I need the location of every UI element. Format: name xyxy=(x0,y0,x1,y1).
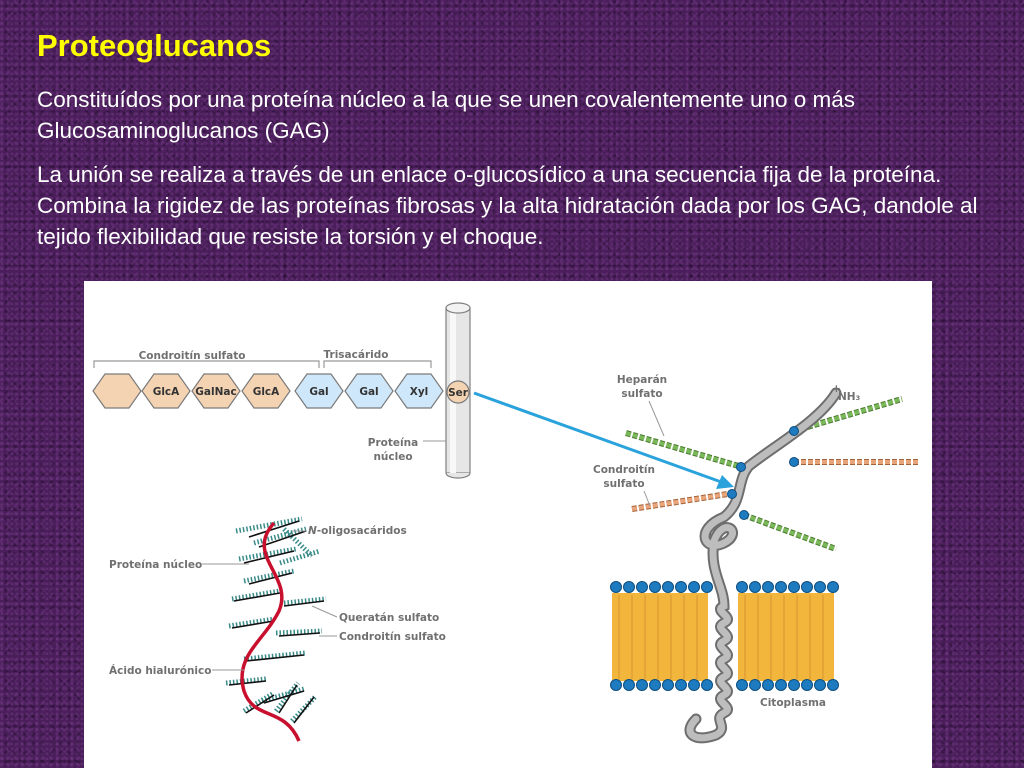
svg-text:N-oligosacáridos: N-oligosacáridos xyxy=(308,525,407,537)
definition-paragraph: Constituídos por una proteína núcleo a l… xyxy=(37,87,856,143)
chondroitin-chain xyxy=(631,459,920,512)
sugar-unit-glca-2: GlcA xyxy=(241,373,291,409)
svg-text:GalNac: GalNac xyxy=(195,386,236,398)
heparan-label-2: sulfato xyxy=(621,388,662,400)
chondroitin-right-label-1: Condroitín xyxy=(593,464,655,476)
proteoglycan-figure: Condroitín sulfato Trisacárido GlcA GalN… xyxy=(84,281,932,768)
sugar-unit-galnac: GalNac xyxy=(191,373,241,409)
cytoplasm-label: Citoplasma xyxy=(760,697,826,709)
core-protein-left-label: Proteína núcleo xyxy=(109,559,202,571)
heparan-chain xyxy=(625,396,903,552)
hyaluronic-label: Ácido hialurónico xyxy=(109,664,211,677)
slide-title: Proteoglucanos xyxy=(37,28,272,63)
svg-text:Xyl: Xyl xyxy=(410,386,429,398)
sugar-unit-glca: GlcA xyxy=(141,373,191,409)
core-protein-cylinder: Ser xyxy=(445,302,471,479)
sugar-unit-0 xyxy=(92,373,142,409)
core-protein-label-2: núcleo xyxy=(373,451,412,463)
svg-text:Gal: Gal xyxy=(309,386,328,398)
svg-text:GlcA: GlcA xyxy=(253,386,280,398)
trisaccharide-group-label: Trisacárido xyxy=(324,349,389,361)
heparan-label-1: Heparán xyxy=(617,374,667,386)
bond-paragraph: La unión se realiza a través de un enlac… xyxy=(37,162,978,249)
sugar-unit-gal-2: Gal xyxy=(344,373,394,409)
chondroitin-right-label-2: sulfato xyxy=(603,478,644,490)
hyaluronic-backbone xyxy=(240,521,301,742)
aggregate-diagram: N-oligosacáridos Proteína núcleo Queratá… xyxy=(109,516,446,742)
nh3-charge: + xyxy=(832,383,841,395)
sugar-unit-xyl: Xyl xyxy=(394,373,444,409)
lipid-bilayer xyxy=(610,581,839,691)
membrane-proteoglycan-diagram: Heparán sulfato Condroitín sulfato + NH₃… xyxy=(593,374,920,744)
sugar-unit-gal: Gal xyxy=(294,373,344,409)
ser-label: Ser xyxy=(448,387,469,399)
sugar-chain-diagram: Condroitín sulfato Trisacárido GlcA GalN… xyxy=(92,302,734,489)
keratan-label: Queratán sulfato xyxy=(339,612,439,624)
core-protein-label-1: Proteína xyxy=(368,437,418,449)
n-oligo-label: -oligosacáridos xyxy=(317,525,407,537)
bristle-chains xyxy=(225,516,327,723)
svg-text:Gal: Gal xyxy=(359,386,378,398)
svg-text:GlcA: GlcA xyxy=(153,386,180,398)
chondroitin-group-label: Condroitín sulfato xyxy=(139,350,246,362)
n-oligo-prefix: N xyxy=(308,525,317,537)
chondroitin-left-label: Condroitín sulfato xyxy=(339,631,446,643)
link-arrow xyxy=(716,475,734,489)
core-protein-ribbon xyxy=(684,387,842,744)
nh3-label: NH₃ xyxy=(838,391,861,403)
